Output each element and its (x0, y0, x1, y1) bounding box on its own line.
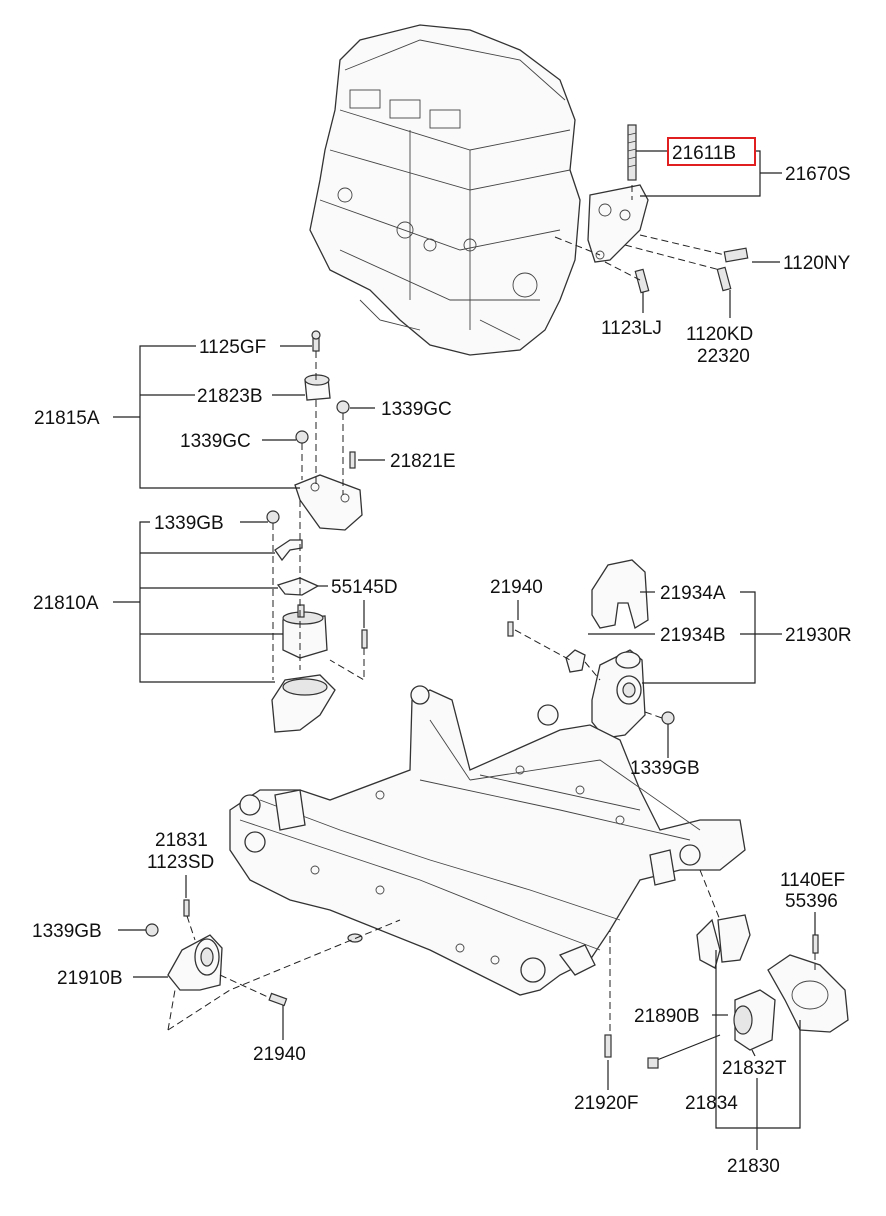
label-1120ny[interactable]: 1120NY (783, 253, 851, 274)
label-1123lj[interactable]: 1123LJ (601, 318, 662, 339)
label-1339gb-a[interactable]: 1339GB (154, 513, 224, 534)
bracket-21670s (587, 124, 749, 294)
label-21611b[interactable]: 21611B (672, 143, 736, 164)
label-22320[interactable]: 22320 (697, 346, 750, 367)
mount-21830 (604, 914, 849, 1069)
mount-21910b (145, 899, 288, 1007)
label-21940-a[interactable]: 21940 (490, 577, 543, 598)
label-21940-b[interactable]: 21940 (253, 1044, 306, 1065)
engine-block (309, 24, 581, 356)
label-1339gc-a[interactable]: 1339GC (381, 399, 452, 420)
label-21815a[interactable]: 21815A (34, 408, 100, 429)
label-21920f[interactable]: 21920F (574, 1093, 638, 1114)
label-21934b[interactable]: 21934B (660, 625, 726, 646)
highlight-box (667, 137, 756, 166)
label-21834[interactable]: 21834 (685, 1093, 738, 1114)
label-1120kd[interactable]: 1120KD (686, 324, 753, 345)
mount-21815a (266, 330, 368, 733)
label-55396[interactable]: 55396 (785, 891, 838, 912)
label-21910b[interactable]: 21910B (57, 968, 123, 989)
label-1339gb-c[interactable]: 1339GB (32, 921, 102, 942)
label-55145d[interactable]: 55145D (331, 577, 398, 598)
label-1125gf[interactable]: 1125GF (199, 337, 266, 358)
label-1339gb-b[interactable]: 1339GB (630, 758, 700, 779)
label-21810a[interactable]: 21810A (33, 593, 99, 614)
subframe (229, 685, 746, 996)
label-21831[interactable]: 21831 (155, 830, 208, 851)
label-21670s[interactable]: 21670S (785, 164, 851, 185)
label-21830[interactable]: 21830 (727, 1156, 780, 1177)
label-21821e[interactable]: 21821E (390, 451, 456, 472)
label-1123sd[interactable]: 1123SD (147, 852, 214, 873)
label-21930r[interactable]: 21930R (785, 625, 852, 646)
label-1339gc-b[interactable]: 1339GC (180, 431, 251, 452)
mount-21930r (507, 559, 675, 739)
label-21890b[interactable]: 21890B (634, 1006, 700, 1027)
label-21934a[interactable]: 21934A (660, 583, 726, 604)
label-21823b[interactable]: 21823B (197, 386, 263, 407)
label-1140ef[interactable]: 1140EF (780, 870, 845, 891)
label-21832t[interactable]: 21832T (722, 1058, 787, 1079)
